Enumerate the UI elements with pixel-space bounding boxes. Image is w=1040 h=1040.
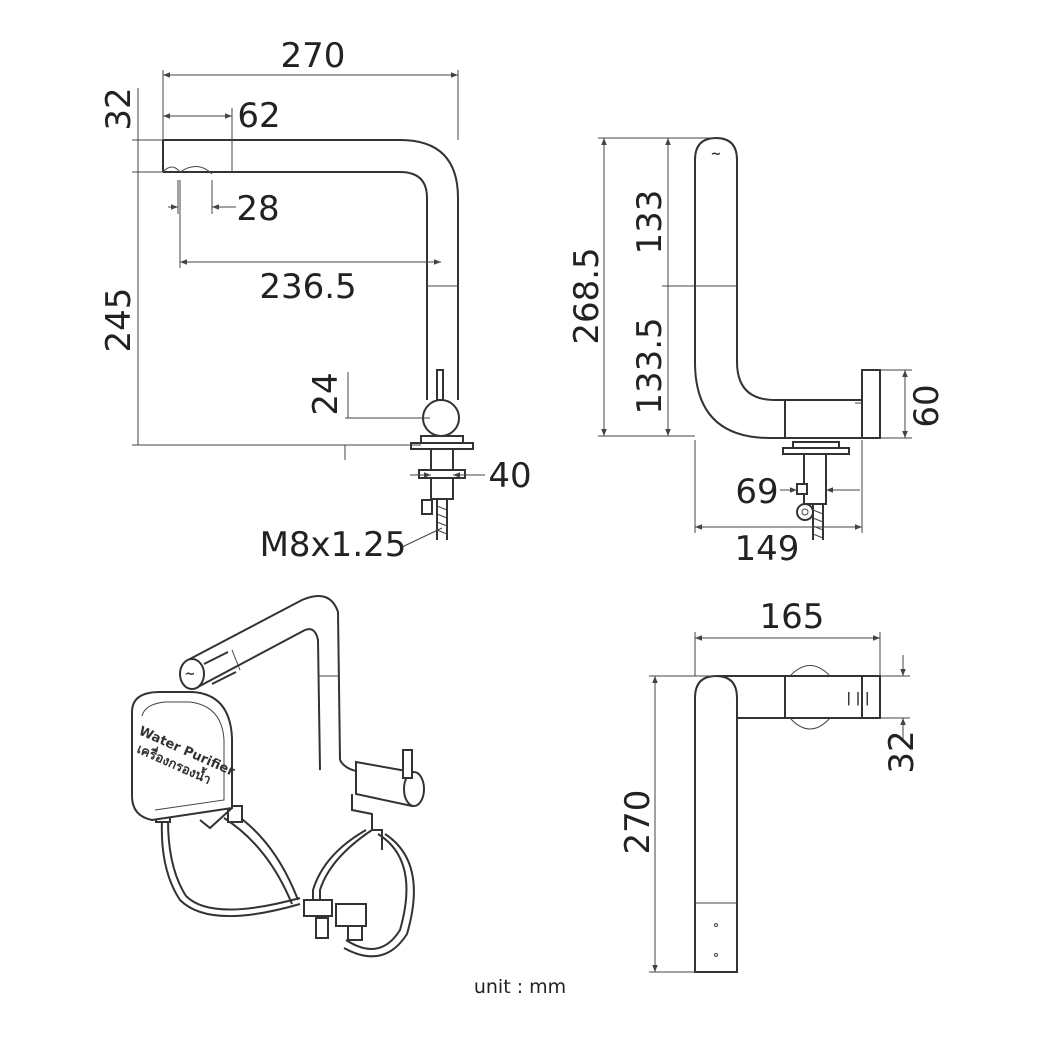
front-total-width-label: 270 — [281, 36, 346, 76]
top-faucet-body: | | | — [694, 665, 881, 973]
side-faucet-body: ~ — [694, 136, 881, 540]
front-faucet-body — [162, 139, 474, 540]
front-view: 270 32 62 28 236.5 245 24 40 M8x1.25 — [99, 36, 532, 565]
top-total-width-label: 165 — [760, 597, 825, 637]
iso-view: ~ — [131, 595, 425, 958]
side-body-height-label: 60 — [907, 384, 947, 427]
front-tip-hole-label: 28 — [236, 189, 279, 229]
side-dimension-lines — [598, 137, 912, 533]
top-total-length-label: 270 — [618, 790, 658, 855]
side-upper-height-label: 133 — [630, 190, 670, 255]
side-view: ~ 26 — [567, 136, 947, 569]
side-logo-icon: ~ — [711, 147, 722, 162]
iso-faucet: ~ — [155, 595, 425, 958]
front-dimension-lines — [132, 70, 485, 549]
front-lever-height-label: 24 — [306, 372, 346, 415]
front-reach-label: 236.5 — [259, 267, 356, 307]
front-thread-label: M8x1.25 — [260, 525, 407, 565]
top-marking-icon: | | | — [846, 691, 869, 706]
side-lower-height-label: 133.5 — [630, 317, 670, 414]
front-base-diameter-label: 40 — [488, 456, 531, 496]
front-spout-tip-label: 62 — [237, 96, 280, 136]
top-dimension-lines — [649, 632, 910, 973]
side-total-depth-label: 149 — [735, 529, 800, 569]
side-shank-offset-label: 69 — [735, 472, 778, 512]
top-view: | | | 165 32 270 — [618, 597, 922, 973]
top-body-width-label: 32 — [882, 730, 922, 773]
front-total-height-label: 245 — [99, 288, 139, 353]
iso-purifier-box: Water Purifier เครื่องกรองน้ำ — [131, 691, 237, 830]
front-spout-end-height-label: 32 — [99, 87, 139, 130]
side-total-height-label: 268.5 — [567, 247, 607, 344]
iso-logo-icon: ~ — [185, 667, 196, 682]
unit-note: unit : mm — [474, 976, 566, 998]
